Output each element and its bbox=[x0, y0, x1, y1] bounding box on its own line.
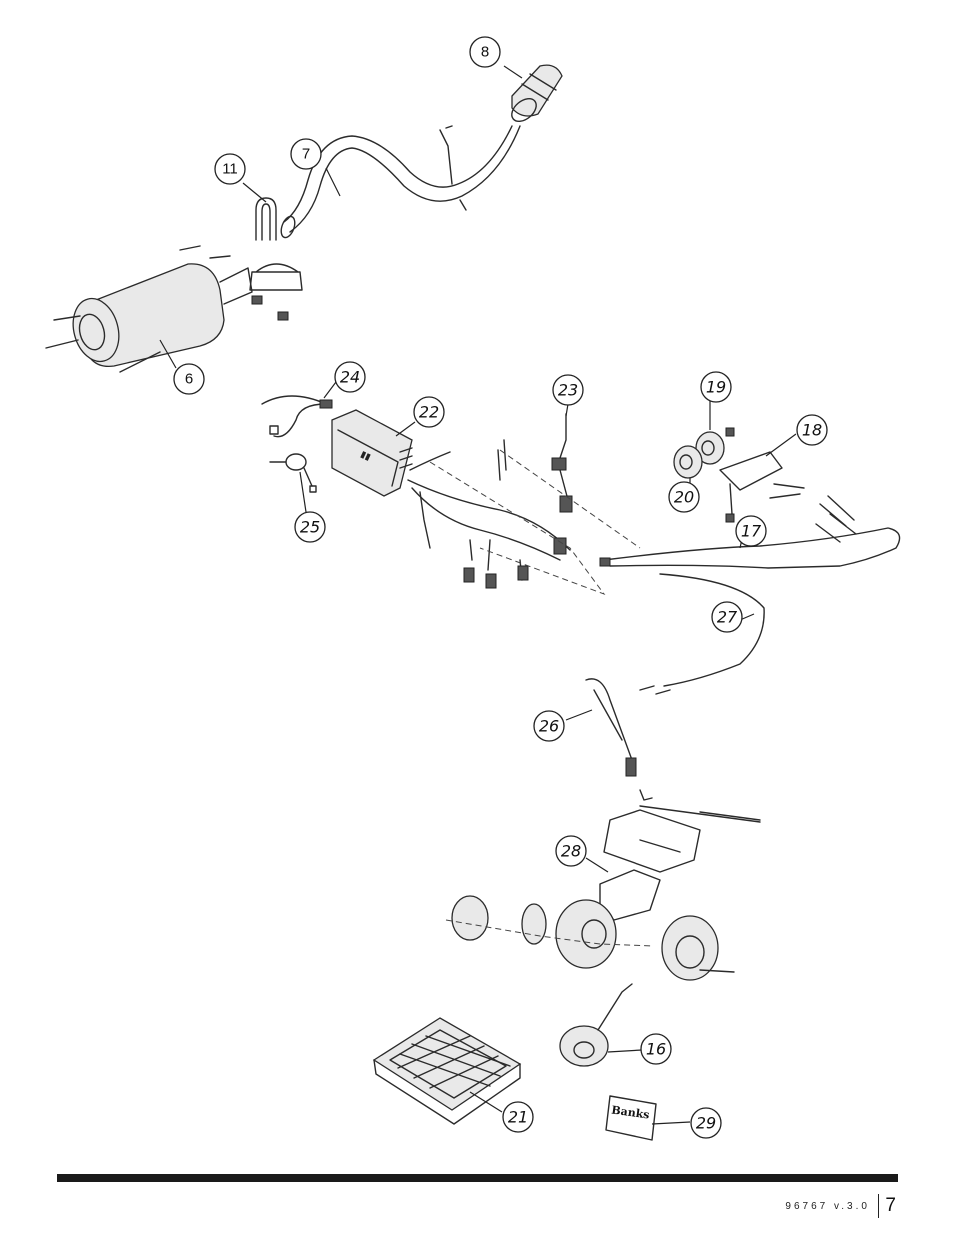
callout-24: 24 bbox=[334, 361, 366, 393]
svg-text:21: 21 bbox=[508, 1108, 528, 1127]
callout-22: 22 bbox=[413, 396, 445, 428]
decal-logo-text: Banks bbox=[611, 1103, 651, 1121]
svg-text:23: 23 bbox=[558, 381, 578, 400]
callout-17: 17 bbox=[735, 515, 767, 547]
svg-text:19: 19 bbox=[706, 378, 726, 397]
svg-text:18: 18 bbox=[802, 421, 822, 440]
callout-23: 23 bbox=[552, 374, 584, 406]
footer-divider bbox=[877, 1194, 880, 1218]
wiring-harness bbox=[407, 439, 641, 596]
svg-text:16: 16 bbox=[646, 1040, 666, 1059]
page-number: 7 bbox=[885, 1195, 896, 1216]
connector-plug bbox=[551, 413, 567, 471]
callout-26: 26 bbox=[533, 710, 565, 742]
callout-20: 20 bbox=[668, 481, 700, 513]
gauge-pod bbox=[673, 431, 725, 479]
extension-cable bbox=[639, 573, 765, 695]
callout-25: 25 bbox=[294, 511, 326, 543]
control-module: ▮▮ bbox=[331, 409, 413, 497]
banks-decal: Banks bbox=[605, 1095, 657, 1141]
exhaust-tip bbox=[511, 64, 563, 123]
wire-bundle bbox=[599, 495, 901, 569]
svg-text:22: 22 bbox=[419, 403, 439, 422]
exhaust-flange bbox=[599, 805, 761, 921]
svg-text:11: 11 bbox=[222, 161, 238, 178]
air-filter bbox=[372, 1017, 522, 1125]
svg-text:29: 29 bbox=[696, 1114, 716, 1133]
svg-text:17: 17 bbox=[741, 522, 762, 541]
callout-7: 7 bbox=[290, 138, 322, 170]
page-footer: 96767 v.3.0 7 bbox=[785, 1194, 896, 1218]
callout-19: 19 bbox=[700, 371, 732, 403]
svg-text:20: 20 bbox=[674, 488, 694, 507]
sensor-loop bbox=[269, 453, 317, 493]
turbo-assembly bbox=[445, 895, 735, 981]
svg-text:▮▮: ▮▮ bbox=[359, 450, 372, 463]
u-bolt-clamp bbox=[249, 197, 303, 321]
callout-21: 21 bbox=[502, 1101, 534, 1133]
footer-rule bbox=[57, 1174, 898, 1182]
callout-29: 29 bbox=[690, 1107, 722, 1139]
callout-8: 8 bbox=[469, 36, 501, 68]
svg-text:24: 24 bbox=[340, 368, 360, 387]
document-id: 96767 v.3.0 bbox=[785, 1200, 870, 1212]
callout-6: 6 bbox=[173, 363, 205, 395]
temperature-sensor bbox=[585, 678, 653, 801]
mounting-bracket bbox=[719, 427, 805, 523]
svg-text:7: 7 bbox=[302, 146, 310, 163]
callout-18: 18 bbox=[796, 414, 828, 446]
svg-text:27: 27 bbox=[717, 608, 738, 627]
callout-27: 27 bbox=[711, 601, 743, 633]
sensor-lead bbox=[261, 395, 333, 438]
svg-text:8: 8 bbox=[481, 44, 489, 61]
callout-11: 11 bbox=[214, 153, 246, 185]
svg-text:25: 25 bbox=[300, 518, 320, 537]
muffler bbox=[45, 245, 253, 373]
svg-text:6: 6 bbox=[185, 371, 193, 388]
svg-text:26: 26 bbox=[539, 717, 559, 736]
svg-text:28: 28 bbox=[561, 842, 581, 861]
callout-16: 16 bbox=[640, 1033, 672, 1065]
callout-28: 28 bbox=[555, 835, 587, 867]
tailpipe bbox=[280, 125, 521, 239]
boost-sensor bbox=[559, 983, 633, 1067]
